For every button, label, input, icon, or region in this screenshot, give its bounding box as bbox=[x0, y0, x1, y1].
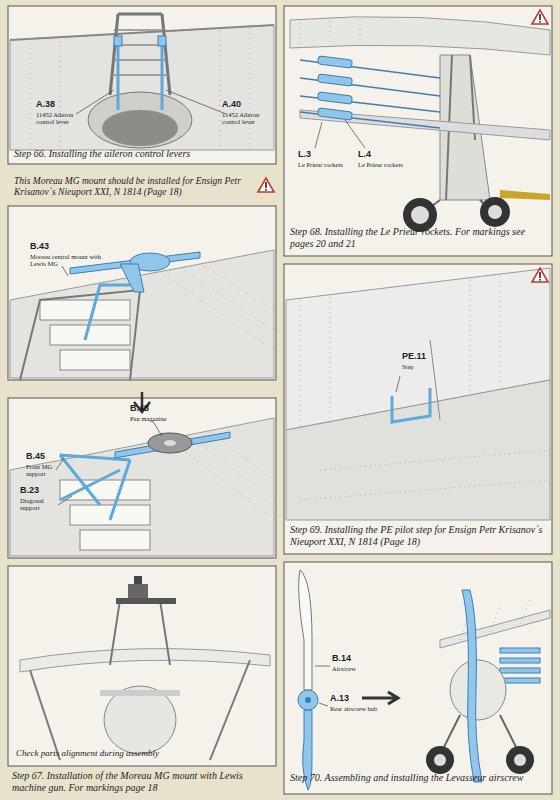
part-number: B.45 bbox=[26, 452, 66, 462]
part-description: Le Prieur rockets bbox=[358, 161, 404, 168]
step-caption: Step 69. Installing the PE pilot step fo… bbox=[290, 524, 546, 548]
part-description: Le Prieur rockets bbox=[298, 161, 344, 168]
part-number: A.38 bbox=[36, 100, 86, 110]
panel-70 bbox=[298, 570, 550, 790]
part-description: Diagonal support bbox=[20, 497, 60, 511]
step-caption: Step 68. Installing the Le Prieur rocket… bbox=[290, 226, 530, 250]
part-number: PE.11 bbox=[402, 352, 452, 362]
panel-69 bbox=[286, 268, 550, 520]
part-description: 11452 Aileron control lever bbox=[36, 111, 88, 125]
step-caption: Step 66. Installing the aileron control … bbox=[14, 148, 272, 160]
panel-66 bbox=[10, 14, 274, 150]
part-description: Pan magazine bbox=[130, 415, 170, 422]
part-number: L.3 bbox=[298, 150, 342, 160]
part-description: Rear airscrew hub bbox=[330, 705, 378, 712]
part-number: B.14 bbox=[332, 654, 376, 664]
note: Check parts alignment during assembly bbox=[16, 748, 256, 759]
part-number: B.23 bbox=[20, 486, 60, 496]
step-caption: Step 70. Assembling and installing the L… bbox=[290, 772, 546, 784]
part-number: B.43 bbox=[30, 242, 140, 252]
part-number: A.40 bbox=[222, 100, 272, 110]
panel-68 bbox=[290, 10, 550, 232]
step-caption: Step 67. Installation of the Moreau MG m… bbox=[12, 770, 274, 794]
part-number: A.13 bbox=[330, 694, 374, 704]
part-number: L.4 bbox=[358, 150, 402, 160]
warning-note: This Moreau MG mount should be installed… bbox=[14, 176, 252, 199]
panel-67b bbox=[10, 418, 274, 556]
part-description: 11452 Aileron control lever bbox=[222, 111, 274, 125]
part-number: B.48 bbox=[130, 404, 170, 414]
panel-67a bbox=[10, 250, 274, 412]
part-description: Front MG support bbox=[26, 463, 66, 477]
part-description: Step bbox=[402, 363, 442, 370]
panel-67c bbox=[20, 576, 270, 760]
part-description: Airscrew bbox=[332, 665, 376, 672]
part-description: Moreau central mount with Lewis MG bbox=[30, 253, 110, 267]
